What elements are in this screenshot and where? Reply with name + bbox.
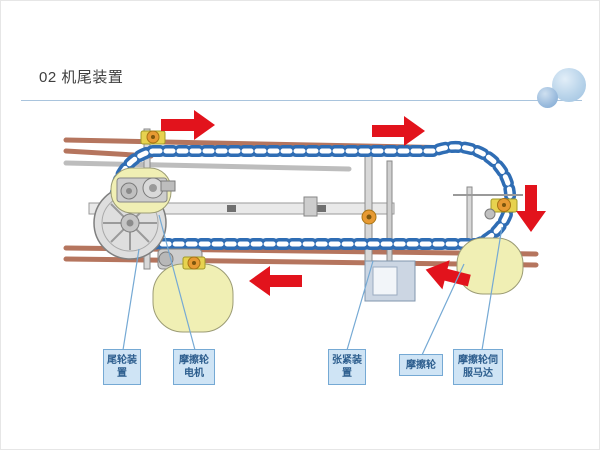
tension-device <box>361 209 416 302</box>
arrow-left-bottom-icon <box>249 266 302 296</box>
flow-arrows <box>161 110 546 296</box>
title-underline <box>21 100 582 101</box>
callout-label-servo-motor: 摩擦轮伺服马达 <box>453 349 503 385</box>
arrow-down-right-icon <box>516 185 546 232</box>
callout-label-tension-device: 张紧装置 <box>328 349 366 385</box>
friction-wheel-housing <box>456 237 524 295</box>
decor-circle-small-icon <box>537 87 558 108</box>
arrow-right-top-left-icon <box>161 110 215 140</box>
page-title: 02 机尾装置 <box>39 69 124 86</box>
rail-clamp-top-left <box>140 130 166 145</box>
conveyor-chain-loop <box>109 140 517 251</box>
middle-beam <box>88 196 395 217</box>
callout-leader-lines <box>122 214 503 356</box>
servo-motor-assembly <box>453 194 523 220</box>
wheel-housing-bottom-left <box>152 248 234 333</box>
friction-motor-assembly <box>110 167 176 214</box>
arrow-right-top-mid-icon <box>372 116 425 146</box>
callout-label-friction-motor: 摩擦轮电机 <box>173 349 215 385</box>
arrow-left-bottom-right-icon <box>425 260 471 290</box>
callout-label-tail-wheel: 尾轮装置 <box>103 349 141 385</box>
callout-label-friction-wheel: 摩擦轮 <box>399 354 443 376</box>
